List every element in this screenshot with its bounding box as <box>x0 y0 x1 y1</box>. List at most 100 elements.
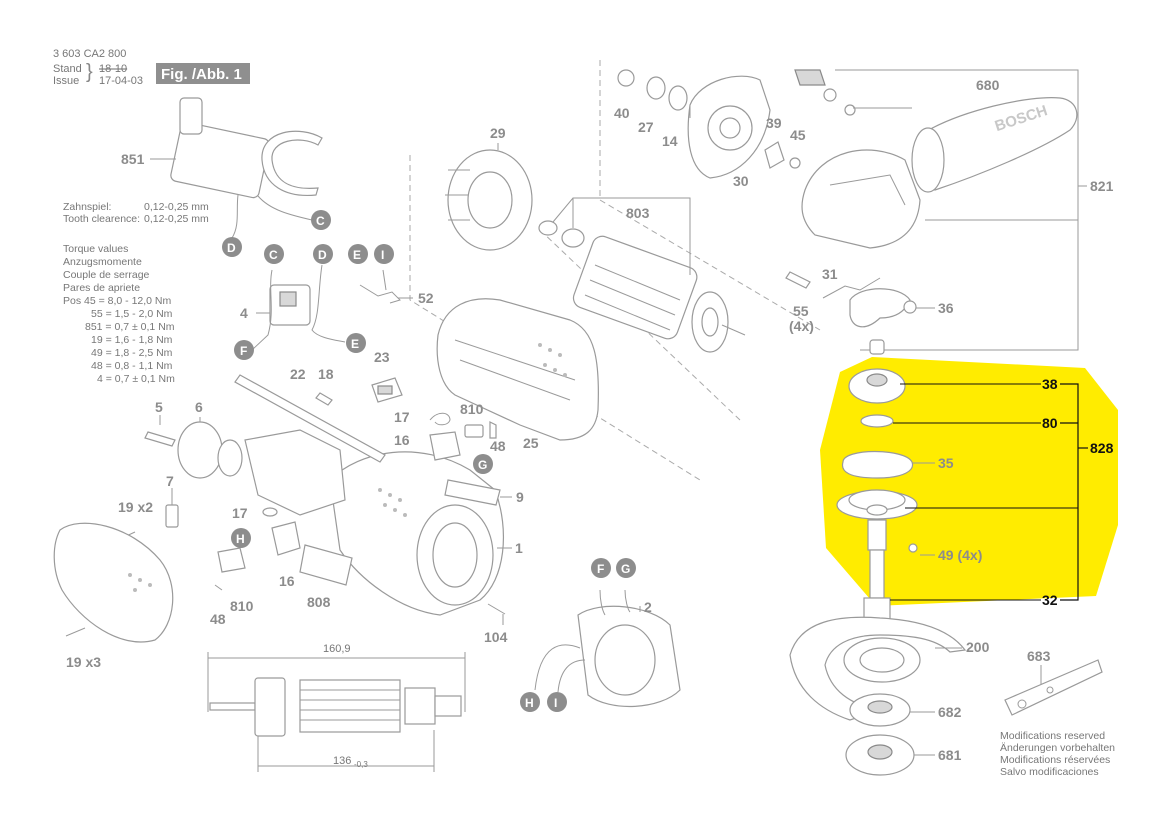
label-9: 9 <box>516 489 524 505</box>
label-55-qty: (4x) <box>789 318 814 334</box>
motor-housing-1 <box>329 451 512 616</box>
label-810-upper: 810 <box>460 401 484 417</box>
field-2 <box>534 589 681 708</box>
label-31: 31 <box>822 266 838 282</box>
badge-i: I <box>374 244 394 264</box>
flange-681 <box>845 734 935 776</box>
dimension-inner-tolerance: -0,3 <box>354 760 368 769</box>
svg-text:D: D <box>318 248 327 262</box>
label-27: 27 <box>638 119 654 135</box>
note-es: Salvo modificaciones <box>1000 766 1099 778</box>
torque-row: Pos 45 = 8,0 - 12,0 Nm <box>63 295 172 307</box>
pin-104 <box>487 603 506 625</box>
note-de: Änderungen vorbehalten <box>1000 742 1115 754</box>
handle-680: BOSCH <box>911 97 1078 193</box>
stand-label: Stand <box>53 63 82 75</box>
torque-table: Torque values Anzugsmomente Couple de se… <box>63 243 175 385</box>
guard-200 <box>789 616 967 721</box>
dimension-inner: 136 <box>333 755 351 767</box>
svg-text:I: I <box>381 248 384 262</box>
tooth-clearance-de-value: 0,12-0,25 mm <box>144 201 209 213</box>
switch-851 <box>150 97 323 239</box>
dimension-overall: 160,9 <box>323 643 351 655</box>
label-680: 680 <box>976 77 1000 93</box>
parts-17-810-16-48-upper <box>429 412 497 461</box>
label-808: 808 <box>307 594 331 610</box>
figure-title: Fig. /Abb. 1 <box>161 66 242 83</box>
shaft-5-6 <box>144 415 243 479</box>
label-23: 23 <box>374 349 390 365</box>
label-2: 2 <box>644 599 652 615</box>
torque-row: 4 = 0,7 ± 0,1 Nm <box>97 373 175 385</box>
note-en: Modifications reserved <box>1000 730 1105 742</box>
label-4: 4 <box>240 305 248 321</box>
torque-row: 55 = 1,5 - 2,0 Nm <box>91 308 173 320</box>
label-45: 45 <box>790 127 806 143</box>
svg-text:D: D <box>227 241 236 255</box>
gearhead-parts <box>617 69 801 179</box>
label-48-upper: 48 <box>490 438 506 454</box>
label-36: 36 <box>938 300 954 316</box>
label-49: 49 (4x) <box>938 547 982 563</box>
svg-text:H: H <box>525 696 534 710</box>
button-23 <box>371 377 403 403</box>
housing-25 <box>436 298 599 441</box>
armature-dimension-drawing <box>207 652 466 772</box>
tooth-clearance-note: Zahnspiel: 0,12-0,25 mm Tooth clearence:… <box>63 201 209 225</box>
label-22: 22 <box>290 366 306 382</box>
issue-date: 17-04-03 <box>99 75 143 87</box>
stand-date: 18-10 <box>99 63 127 75</box>
label-200: 200 <box>966 639 990 655</box>
torque-heading: Anzugsmomente <box>63 256 142 268</box>
wire-clip-52 <box>359 269 413 304</box>
label-80: 80 <box>1042 415 1058 431</box>
header-block: 3 603 CA2 800 Stand Issue } 18-10 17-04-… <box>53 48 250 87</box>
connection-badges: C D C D E I F E G H F G H I <box>222 210 636 712</box>
label-16-upper: 16 <box>394 432 410 448</box>
module-4 <box>251 264 346 351</box>
svg-text:E: E <box>351 337 359 351</box>
leader-lines-828 <box>890 383 1088 601</box>
label-19x2: 19 x2 <box>118 499 153 515</box>
svg-text:E: E <box>353 248 361 262</box>
parts-17-16-810-48-lower <box>214 507 301 591</box>
badge-e: E <box>348 244 368 264</box>
label-39: 39 <box>766 115 782 131</box>
label-682: 682 <box>938 704 962 720</box>
torque-row: 19 = 1,6 - 1,8 Nm <box>91 334 173 346</box>
label-32: 32 <box>1042 592 1058 608</box>
label-55: 55 <box>793 303 809 319</box>
badge-f: F <box>591 558 611 578</box>
badge-c: C <box>311 210 331 230</box>
label-14: 14 <box>662 133 678 149</box>
label-803: 803 <box>626 205 650 221</box>
flange-682 <box>849 693 935 727</box>
label-1: 1 <box>515 540 523 556</box>
end-cap <box>53 522 174 643</box>
pads-9-808 <box>299 479 512 586</box>
internal-frame <box>234 374 386 516</box>
label-17-lower: 17 <box>232 505 248 521</box>
issue-label: Issue <box>53 75 79 87</box>
svg-text:G: G <box>621 562 630 576</box>
badge-c: C <box>264 244 284 264</box>
torque-heading: Couple de serrage <box>63 269 150 281</box>
label-52: 52 <box>418 290 434 306</box>
tooth-clearance-de: Zahnspiel: <box>63 201 111 213</box>
brace-icon: } <box>86 61 93 83</box>
label-25: 25 <box>523 435 539 451</box>
armature-803 <box>538 197 746 353</box>
svg-text:G: G <box>478 458 487 472</box>
svg-text:F: F <box>597 562 604 576</box>
spanner-683 <box>1004 659 1103 716</box>
assembly-dashed-lines <box>409 60 821 481</box>
parts-31-55-36 <box>785 271 935 328</box>
torque-heading: Torque values <box>63 243 128 255</box>
label-29: 29 <box>490 125 506 141</box>
tooth-clearance-en: Tooth clearence: <box>63 213 140 225</box>
svg-text:C: C <box>316 214 325 228</box>
torque-row: 851 = 0,7 ± 0,1 Nm <box>85 321 175 333</box>
badge-h: H <box>520 692 540 712</box>
doc-number: 3 603 CA2 800 <box>53 48 126 60</box>
